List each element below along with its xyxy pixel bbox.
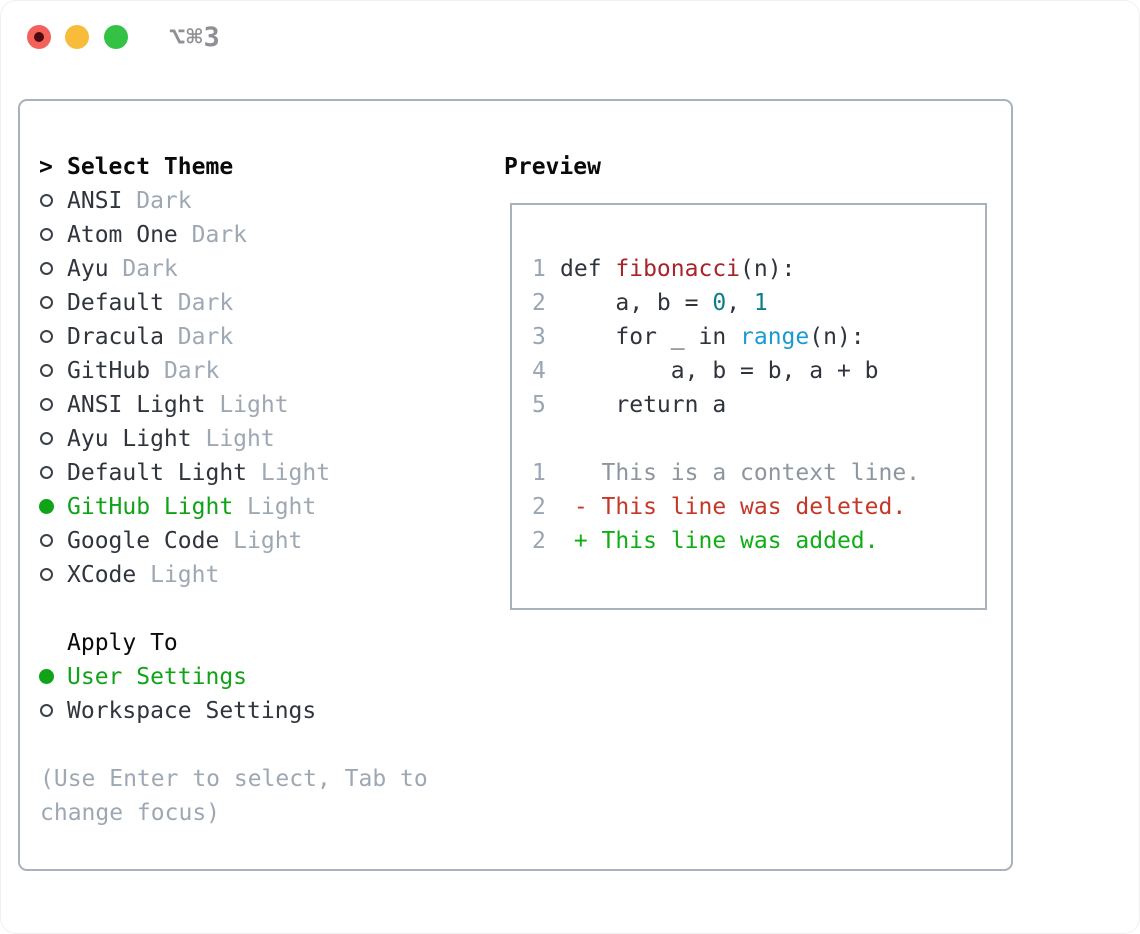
preview-code-line: 2 - This line was deleted. [532, 490, 985, 524]
theme-variant-tag: Light [233, 528, 303, 554]
theme-list-item[interactable]: Ayu Dark [39, 252, 330, 286]
radio-icon [39, 388, 55, 422]
apply-target-item[interactable]: Workspace Settings [39, 694, 316, 728]
theme-variant-tag: Dark [163, 358, 220, 384]
theme-name: GitHub Light [67, 494, 234, 520]
apply-to-header: Apply To [67, 630, 178, 656]
radio-icon [39, 422, 55, 456]
preview-code-line: 4 a, b = b, a + b [532, 354, 985, 388]
radio-icon [39, 320, 55, 354]
theme-name: XCode [67, 562, 137, 588]
line-number: 1 [532, 460, 546, 486]
theme-name: Dracula [67, 324, 164, 350]
code-text: a, b = b, a + b [560, 358, 879, 384]
line-number: 1 [532, 256, 546, 282]
radio-icon [39, 524, 55, 558]
preview-code-line: 3 for _ in range(n): [532, 320, 985, 354]
preview-code-line: 5 return a [532, 388, 985, 422]
theme-variant-tag: Light [247, 494, 317, 520]
radio-icon [39, 558, 55, 592]
theme-name: Atom One [67, 222, 178, 248]
theme-list-item[interactable]: Default Dark [39, 286, 330, 320]
theme-name: ANSI Light [67, 392, 206, 418]
line-number: 2 [532, 494, 546, 520]
close-button[interactable] [27, 25, 51, 49]
code-text: - This line was deleted. [560, 494, 907, 520]
select-theme-title: Select Theme [67, 154, 234, 180]
prompt-icon: > [39, 154, 53, 180]
apply-to-section: Apply To User Settings Workspace Setting… [39, 626, 316, 728]
theme-list-item[interactable]: Ayu Light Light [39, 422, 330, 456]
line-number: 2 [532, 528, 546, 554]
zoom-button[interactable] [104, 25, 128, 49]
radio-icon [39, 694, 55, 728]
theme-variant-tag: Dark [191, 222, 248, 248]
preview-title: Preview [504, 154, 601, 180]
preview-code-line [532, 422, 985, 456]
select-theme-header-row: > Select Theme [39, 150, 330, 184]
theme-list-item[interactable]: GitHub Light Light [39, 490, 330, 524]
line-number: 2 [532, 290, 546, 316]
preview-code-line: 1 def fibonacci(n): [532, 252, 985, 286]
theme-picker-panel: > Select Theme ANSI Dark Atom One Dark A… [18, 99, 1013, 871]
radio-icon [39, 490, 55, 524]
theme-list-item[interactable]: Dracula Dark [39, 320, 330, 354]
line-number: 3 [532, 324, 546, 350]
code-text: + This line was added. [560, 528, 879, 554]
theme-name: GitHub [67, 358, 151, 384]
radio-icon [39, 286, 55, 320]
code-text: return a [560, 392, 727, 418]
line-number: 4 [532, 358, 546, 384]
window-title: ⌥⌘3 [169, 22, 221, 53]
apply-target-name: Workspace Settings [67, 698, 317, 724]
theme-variant-tag: Dark [177, 324, 234, 350]
theme-name: Google Code [67, 528, 220, 554]
minimize-button[interactable] [65, 25, 89, 49]
theme-name: Ayu [67, 256, 109, 282]
theme-list: > Select Theme ANSI Dark Atom One Dark A… [39, 150, 330, 592]
theme-list-item[interactable]: ANSI Light Light [39, 388, 330, 422]
code-text: def fibonacci(n): [560, 256, 796, 282]
theme-variant-tag: Dark [177, 290, 234, 316]
preview-code-line: 2 + This line was added. [532, 524, 985, 558]
theme-variant-tag: Dark [122, 256, 178, 282]
line-number: 5 [532, 392, 546, 418]
apply-target-item[interactable]: User Settings [39, 660, 316, 694]
theme-name: Ayu Light [67, 426, 192, 452]
theme-list-item[interactable]: ANSI Dark [39, 184, 330, 218]
preview-code-line: 2 a, b = 0, 1 [532, 286, 985, 320]
radio-icon [39, 252, 55, 286]
radio-icon [39, 218, 55, 252]
radio-icon [39, 660, 55, 694]
theme-variant-tag: Light [260, 460, 331, 486]
titlebar: ⌥⌘3 [0, 0, 1140, 74]
theme-variant-tag: Light [219, 392, 289, 418]
theme-list-item[interactable]: Atom One Dark [39, 218, 330, 252]
preview-code-line: 1 This is a context line. [532, 456, 985, 490]
theme-list-item[interactable]: Google Code Light [39, 524, 330, 558]
preview-box: 1 def fibonacci(n): 2 a, b = 0, 1 3 for … [510, 203, 987, 610]
theme-name: Default Light [67, 460, 248, 486]
theme-list-item[interactable]: GitHub Dark [39, 354, 330, 388]
help-text: (Use Enter to select, Tab to change focu… [40, 766, 428, 826]
radio-icon [39, 456, 55, 490]
code-text: a, b = 0, 1 [560, 290, 768, 316]
theme-variant-tag: Dark [136, 188, 192, 214]
radio-icon [39, 354, 55, 388]
code-text: This is a context line. [560, 460, 921, 486]
theme-name: Default [67, 290, 164, 316]
apply-target-name: User Settings [67, 664, 248, 690]
radio-icon [39, 184, 55, 218]
theme-variant-tag: Light [150, 562, 220, 588]
theme-list-item[interactable]: Default Light Light [39, 456, 330, 490]
theme-list-item[interactable]: XCode Light [39, 558, 330, 592]
code-text: for _ in range(n): [560, 324, 865, 350]
theme-variant-tag: Light [205, 426, 275, 452]
theme-name: ANSI [67, 188, 123, 214]
